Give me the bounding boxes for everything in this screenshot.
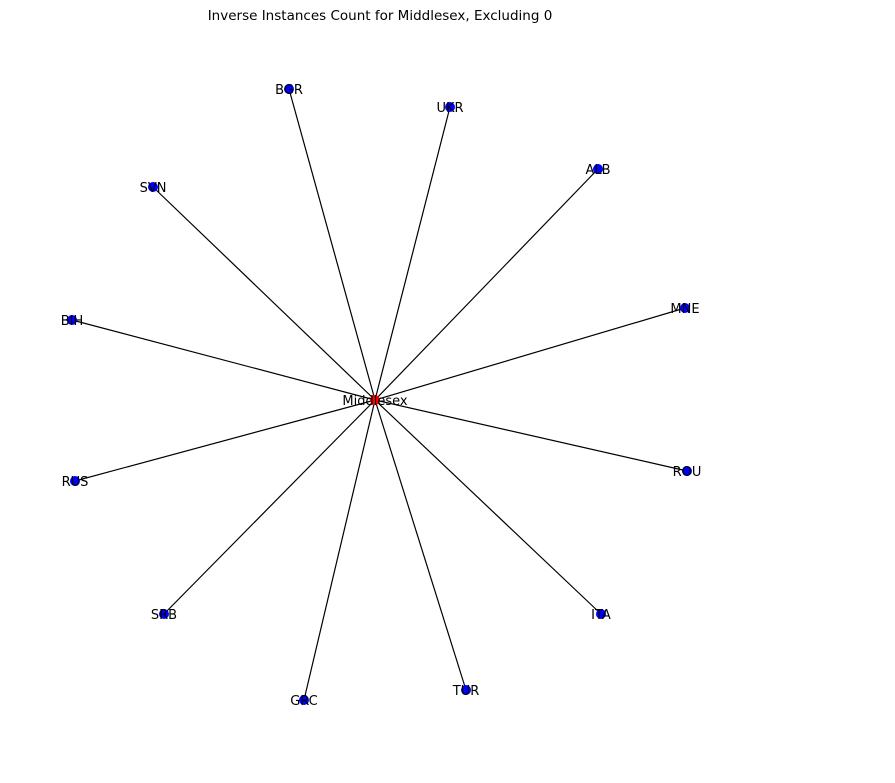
node-layer (67, 84, 692, 705)
node-label-ita: ITA (591, 608, 611, 623)
node-bih (67, 315, 77, 325)
node-label-bgr: BGR (275, 83, 303, 98)
edge-middlesex-mne (374, 307, 686, 401)
node-label-bih: BIH (61, 314, 84, 329)
edge-middlesex-ukr (374, 106, 451, 401)
node-label-mne: MNE (670, 302, 699, 317)
edge-middlesex-grc (303, 399, 376, 701)
node-label-middlesex: Middlesex (342, 394, 407, 409)
node-label-grc: GRC (290, 694, 318, 709)
node-ukr (445, 102, 455, 112)
node-label-rou: ROU (673, 465, 702, 480)
edge-middlesex-bgr (288, 88, 376, 401)
node-label-alb: ALB (585, 163, 610, 178)
node-svn (148, 182, 158, 192)
node-label-srb: SRB (151, 608, 177, 623)
node-grc (299, 695, 309, 705)
node-label-ukr: UKR (436, 101, 463, 116)
node-middlesex (370, 395, 380, 405)
node-srb (159, 609, 169, 619)
edge-middlesex-ita (374, 399, 602, 615)
edge-middlesex-alb (374, 168, 599, 401)
edge-middlesex-bih (71, 319, 376, 401)
edge-middlesex-tur (374, 399, 467, 691)
diagram-title: Inverse Instances Count for Middlesex, E… (208, 8, 553, 24)
node-bgr (284, 84, 294, 94)
node-tur (461, 685, 471, 695)
node-label-svn: SVN (140, 181, 167, 196)
node-mne (680, 303, 690, 313)
node-label-rus: RUS (62, 475, 89, 490)
label-layer: BGR UKR ALB MNE ROU ITA TUR GRC SRB RUS BIH SVN Midd… (61, 83, 702, 709)
node-ita (596, 609, 606, 619)
node-rus (70, 476, 80, 486)
edge-middlesex-svn (152, 186, 376, 401)
edge-middlesex-rou (374, 399, 688, 472)
node-label-tur: TUR (452, 684, 480, 699)
edge-layer (71, 88, 688, 701)
edge-middlesex-srb (163, 399, 376, 615)
edge-middlesex-rus (74, 399, 376, 482)
node-alb (593, 164, 603, 174)
node-rou (682, 466, 692, 476)
